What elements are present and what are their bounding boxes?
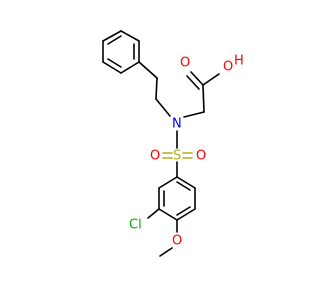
atom-oxygen-sulfonyl-left: O <box>150 149 160 164</box>
atom-oxygen-methoxy: O <box>172 234 182 249</box>
chloro-methoxy-ring <box>158 176 196 221</box>
double-bond <box>186 75 200 90</box>
bond <box>102 30 122 42</box>
phenyl-ring <box>102 30 140 74</box>
double-bond-inner <box>107 35 122 45</box>
bond <box>155 98 171 117</box>
atom-oxygen-carbonyl: O <box>180 56 190 71</box>
atom-hydrogen-hydroxyl: H <box>234 54 244 69</box>
bond <box>159 247 173 257</box>
double-bond-inner <box>176 206 191 216</box>
bond <box>147 208 160 219</box>
bond <box>183 111 205 118</box>
bond <box>176 176 196 189</box>
atom-oxygen-hydroxyl: O <box>223 60 233 75</box>
bond <box>138 61 158 79</box>
atom-oxygen-sulfonyl-right: O <box>196 149 206 164</box>
bond <box>202 84 205 113</box>
molecule-canvas: O H O N S O O Cl O <box>102 30 244 257</box>
bond <box>120 30 140 42</box>
atom-sulfur: S <box>173 149 181 164</box>
atom-nitrogen: N <box>172 117 182 132</box>
double-bond-inner <box>176 181 191 191</box>
bond <box>158 176 178 189</box>
bond <box>202 73 220 86</box>
bond <box>176 208 196 221</box>
bond <box>102 61 122 74</box>
bond <box>190 71 204 86</box>
bond <box>155 77 158 100</box>
double-bond-inner <box>107 58 122 68</box>
bond <box>158 208 178 221</box>
molecule-structure: O H O N S O O Cl O <box>102 30 244 257</box>
atom-chlorine: Cl <box>129 218 142 233</box>
bond <box>120 61 140 74</box>
